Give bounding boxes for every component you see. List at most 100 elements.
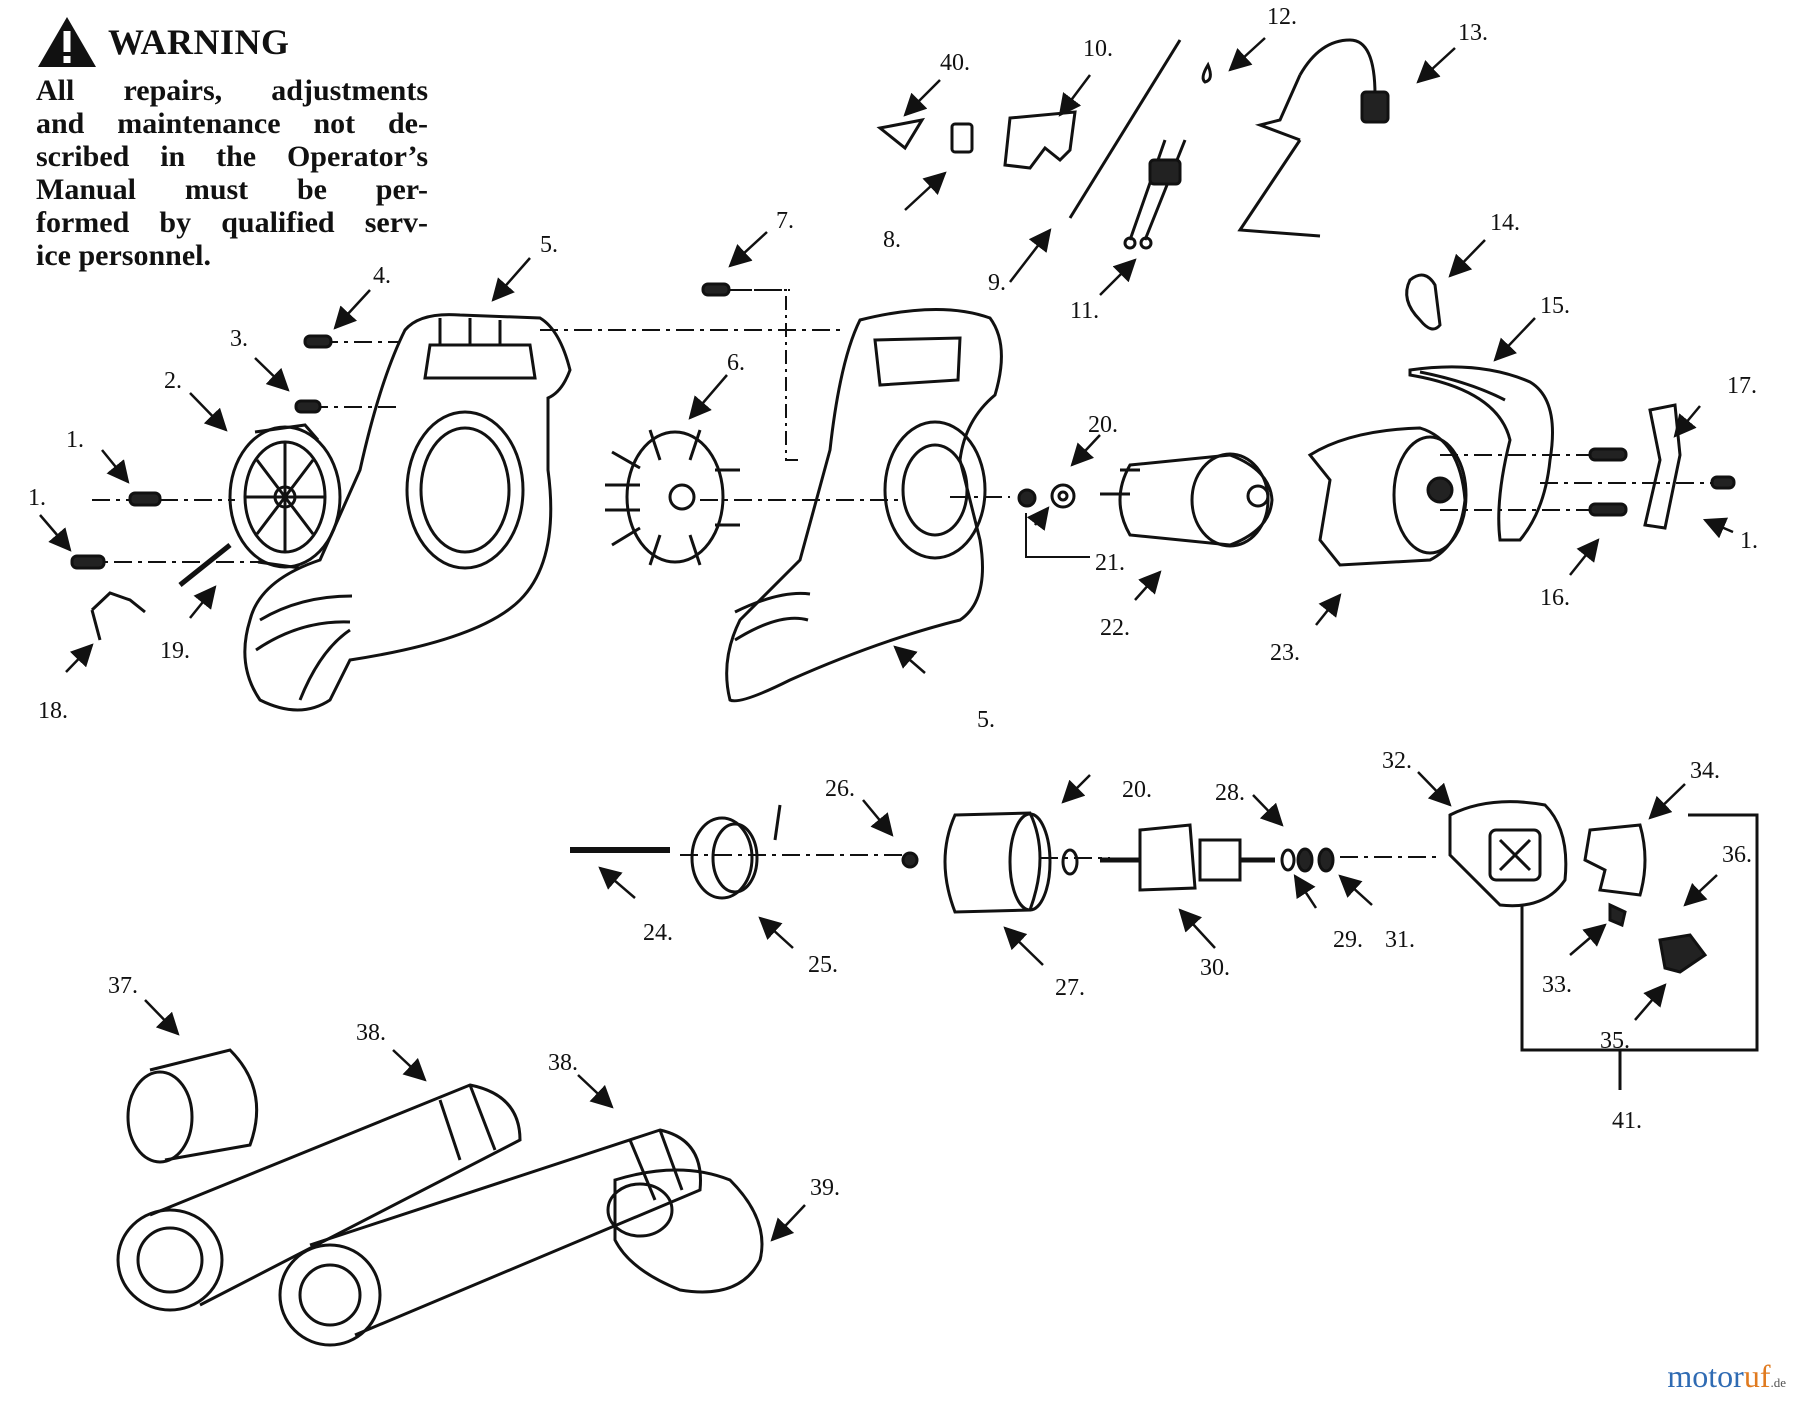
part-label-24: 24. (643, 920, 673, 946)
warning-block: WARNING All repairs, adjustments and mai… (36, 14, 428, 272)
end-cap-part (690, 804, 782, 900)
part-label-13: 13. (1458, 20, 1488, 46)
washer-part (1017, 483, 1076, 509)
fan-part (605, 429, 740, 566)
part-label-20: 20. (1088, 412, 1118, 438)
armature-part (1100, 823, 1275, 892)
clip-part (90, 591, 146, 641)
part-label-16: 16. (1540, 585, 1570, 611)
brush-holder-part (1583, 823, 1647, 897)
washer-part (1061, 848, 1079, 876)
part-label-37: 37. (108, 973, 138, 999)
part-label-29: 29. (1333, 927, 1363, 953)
blower-tube-part (278, 1128, 702, 1347)
washer-part (1280, 848, 1296, 872)
part-label-1: 1. (66, 427, 84, 453)
brush-spring-part (1658, 933, 1708, 974)
part-label-8: 8. (883, 227, 901, 253)
end-bell-part (1448, 800, 1568, 908)
part-label-9: 9. (988, 270, 1006, 296)
part-label-6: 6. (727, 350, 745, 376)
warning-line: All repairs, adjustments (36, 74, 428, 107)
assembly-axis-lines (80, 289, 1730, 859)
stator-part (943, 811, 1052, 914)
screw-part (70, 282, 1736, 570)
part-label-21: 21. (1095, 550, 1125, 576)
part-label-30: 30. (1200, 955, 1230, 981)
motor-part (1100, 452, 1274, 548)
handle-part (1408, 365, 1554, 542)
switch-part (950, 122, 974, 154)
warning-triangle-icon (38, 17, 96, 67)
part-label-22: 22. (1100, 615, 1130, 641)
watermark-text-1: motor (1667, 1358, 1744, 1394)
part-label-10: 10. (1083, 36, 1113, 62)
part-label-40: 40. (940, 50, 970, 76)
part-labels: 1. 1. 1. 2. 3. 4. 5. 5. 6. 7. 8. 9. 10. … (28, 4, 1758, 1201)
part-label-12: 12. (1267, 4, 1297, 30)
part-label-26: 26. (825, 776, 855, 802)
part-label-14: 14. (1490, 210, 1520, 236)
part-label-4: 4. (373, 263, 391, 289)
part-label-3: 3. (230, 326, 248, 352)
warning-line: scribed in the Operator’s (36, 140, 428, 173)
motor-cover-part (1307, 426, 1468, 567)
part-label-11: 11. (1070, 298, 1099, 324)
part-label-1: 1. (28, 485, 46, 511)
part-label-38: 38. (356, 1020, 386, 1046)
part-label-7: 7. (776, 208, 794, 234)
assembly-bracket (1520, 813, 1759, 1052)
nozzle-part (606, 1168, 764, 1294)
rod-part (1068, 39, 1182, 219)
cable-clip-part (1405, 273, 1442, 331)
part-label-36: 36. (1722, 842, 1752, 868)
warning-title: WARNING (108, 22, 290, 62)
part-label-28: 28. (1215, 780, 1245, 806)
part-label-25: 25. (808, 952, 838, 978)
watermark-logo: motoruf.de (1667, 1358, 1786, 1395)
watermark-text-2: uf (1743, 1358, 1771, 1394)
part-label-33: 33. (1542, 972, 1572, 998)
warning-line: and maintenance not de- (36, 107, 428, 140)
washer-part (901, 851, 919, 869)
part-label-41: 41. (1612, 1108, 1642, 1134)
warning-header: WARNING (36, 14, 428, 70)
part-label-34: 34. (1690, 758, 1720, 784)
part-label-27: 27. (1055, 975, 1085, 1001)
part-label-38: 38. (548, 1050, 578, 1076)
cord-part (1237, 38, 1390, 238)
brush-part (1608, 902, 1627, 928)
impeller-cover-part (228, 423, 342, 570)
part-label-23: 23. (1270, 640, 1300, 666)
label-part (876, 117, 926, 151)
part-label-39: 39. (810, 1175, 840, 1201)
warning-text: All repairs, adjustments and maintenance… (36, 74, 428, 272)
part-label-5: 5. (977, 707, 995, 733)
small-part (1201, 61, 1212, 84)
part-label-1: 1. (1740, 528, 1758, 554)
left-housing-part (243, 313, 572, 712)
bracket-part (1643, 403, 1682, 530)
plate-part (1003, 110, 1077, 170)
part-label-32: 32. (1382, 748, 1412, 774)
part-label-31: 31. (1385, 927, 1415, 953)
leader-arrows (39, 37, 1734, 1242)
part-label-20: 20. (1122, 777, 1152, 803)
part-label-18: 18. (38, 698, 68, 724)
switch-leads-part (1123, 139, 1187, 250)
part-label-17: 17. (1727, 373, 1757, 399)
part-label-19: 19. (160, 638, 190, 664)
washer-part (1317, 847, 1335, 873)
nozzle-ring-part (126, 1048, 259, 1164)
part-label-5: 5. (540, 232, 558, 258)
right-housing-part (725, 308, 1003, 703)
blower-tube-part (116, 1083, 522, 1312)
washer-part (1296, 847, 1314, 873)
watermark-text-3: .de (1770, 1375, 1786, 1390)
warning-line: ice personnel. (36, 239, 211, 272)
pin-part (178, 543, 232, 587)
part-label-35: 35. (1600, 1028, 1630, 1054)
part-label-15: 15. (1540, 293, 1570, 319)
warning-line: formed by qualified serv- (36, 206, 428, 239)
